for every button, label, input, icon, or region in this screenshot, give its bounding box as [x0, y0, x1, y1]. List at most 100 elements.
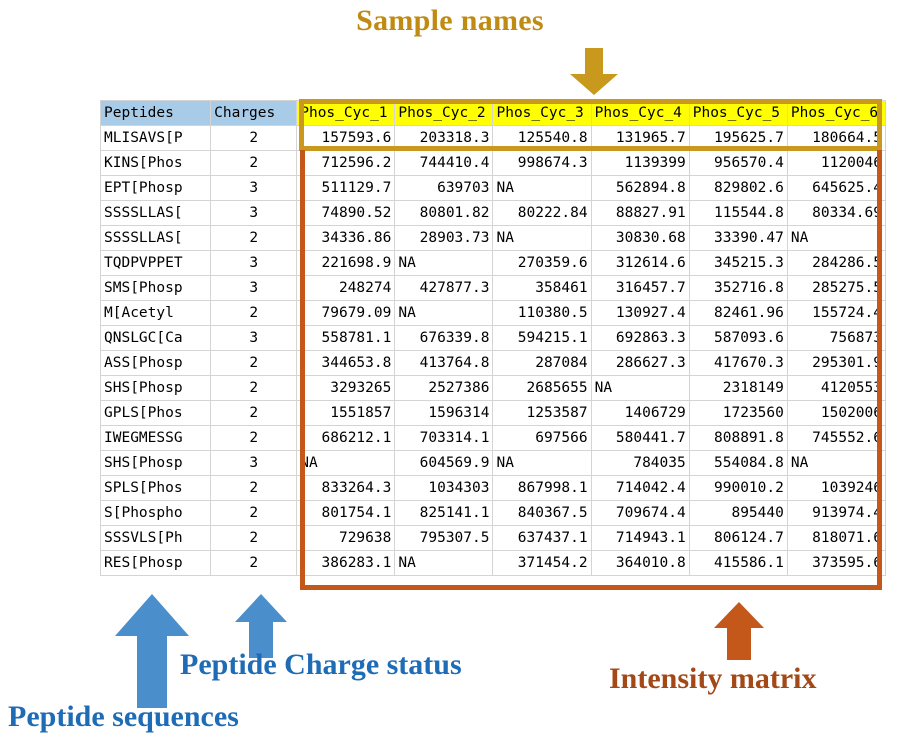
- cell-peptide-sequence[interactable]: TQDPVPPET: [99, 250, 212, 276]
- cell-intensity[interactable]: 818071.6: [786, 525, 887, 551]
- cell-intensity[interactable]: 131965.7: [590, 125, 690, 151]
- cell-peptide-sequence[interactable]: SHS[Phosp: [99, 450, 212, 476]
- cell-intensity[interactable]: 2527386: [394, 375, 494, 401]
- cell-intensity[interactable]: 990010.2: [688, 475, 788, 501]
- cell-peptide-sequence[interactable]: SMS[Phosp: [99, 275, 212, 301]
- cell-intensity[interactable]: 82461.96: [688, 300, 788, 326]
- cell-intensity[interactable]: 594215.1: [492, 325, 592, 351]
- cell-intensity[interactable]: 1139399: [590, 150, 690, 176]
- cell-intensity[interactable]: 427877.3: [394, 275, 494, 301]
- cell-peptide-sequence[interactable]: SSSSLLAS[: [99, 225, 212, 251]
- column-header-sample-4[interactable]: Phos_Cyc_4: [590, 100, 690, 126]
- cell-intensity[interactable]: 312614.6: [590, 250, 690, 276]
- cell-intensity[interactable]: 580441.7: [590, 425, 690, 451]
- cell-charge[interactable]: 2: [210, 225, 298, 251]
- cell-intensity[interactable]: 714042.4: [590, 475, 690, 501]
- cell-intensity[interactable]: 645625.4: [786, 175, 887, 201]
- cell-intensity[interactable]: 637437.1: [492, 525, 592, 551]
- cell-peptide-sequence[interactable]: ASS[Phosp: [99, 350, 212, 376]
- cell-intensity-na[interactable]: NA: [394, 250, 494, 276]
- cell-peptide-sequence[interactable]: IWEGMESSG: [99, 425, 212, 451]
- cell-intensity[interactable]: 692863.3: [590, 325, 690, 351]
- cell-intensity[interactable]: 639703: [394, 175, 494, 201]
- peptide-intensity-table[interactable]: Peptides Charges Phos_Cyc_1 Phos_Cyc_2 P…: [99, 100, 887, 576]
- cell-intensity[interactable]: 867998.1: [492, 475, 592, 501]
- column-header-charges[interactable]: Charges: [210, 100, 298, 126]
- cell-intensity[interactable]: 295301.9: [786, 350, 887, 376]
- cell-intensity[interactable]: 562894.8: [590, 175, 690, 201]
- cell-charge[interactable]: 2: [210, 150, 298, 176]
- cell-peptide-sequence[interactable]: EPT[Phosp: [99, 175, 212, 201]
- cell-intensity[interactable]: 756873: [786, 325, 887, 351]
- cell-intensity[interactable]: 417670.3: [688, 350, 788, 376]
- cell-intensity[interactable]: 88827.91: [590, 200, 690, 226]
- cell-intensity[interactable]: 270359.6: [492, 250, 592, 276]
- cell-intensity[interactable]: 1406729: [590, 400, 690, 426]
- cell-intensity[interactable]: 3293265: [296, 375, 396, 401]
- cell-charge[interactable]: 3: [210, 250, 298, 276]
- cell-intensity[interactable]: 558781.1: [296, 325, 396, 351]
- column-header-sample-1[interactable]: Phos_Cyc_1: [296, 100, 396, 126]
- cell-intensity[interactable]: 587093.6: [688, 325, 788, 351]
- cell-intensity[interactable]: 998674.3: [492, 150, 592, 176]
- cell-intensity[interactable]: 155724.4: [786, 300, 887, 326]
- cell-intensity[interactable]: 352716.8: [688, 275, 788, 301]
- column-header-sample-6[interactable]: Phos_Cyc_6: [786, 100, 887, 126]
- cell-intensity[interactable]: 80801.82: [394, 200, 494, 226]
- cell-intensity[interactable]: 33390.47: [688, 225, 788, 251]
- cell-intensity-na[interactable]: NA: [786, 225, 887, 251]
- cell-peptide-sequence[interactable]: M[Acetyl: [99, 300, 212, 326]
- cell-charge[interactable]: 3: [210, 275, 298, 301]
- cell-intensity[interactable]: 1253587: [492, 400, 592, 426]
- cell-intensity[interactable]: 371454.2: [492, 550, 592, 576]
- cell-intensity[interactable]: 829802.6: [688, 175, 788, 201]
- cell-intensity[interactable]: 316457.7: [590, 275, 690, 301]
- cell-intensity-na[interactable]: NA: [394, 300, 494, 326]
- cell-intensity[interactable]: 286627.3: [590, 350, 690, 376]
- cell-intensity[interactable]: 808891.8: [688, 425, 788, 451]
- cell-charge[interactable]: 2: [210, 525, 298, 551]
- cell-intensity[interactable]: 2685655: [492, 375, 592, 401]
- cell-peptide-sequence[interactable]: GPLS[Phos: [99, 400, 212, 426]
- cell-intensity[interactable]: 115544.8: [688, 200, 788, 226]
- cell-intensity[interactable]: 4120553: [786, 375, 887, 401]
- cell-intensity[interactable]: 714943.1: [590, 525, 690, 551]
- cell-intensity[interactable]: 745552.6: [786, 425, 887, 451]
- cell-intensity-na[interactable]: NA: [492, 450, 592, 476]
- cell-intensity-na[interactable]: NA: [492, 175, 592, 201]
- cell-intensity[interactable]: 1502006: [786, 400, 887, 426]
- cell-charge[interactable]: 3: [210, 175, 298, 201]
- cell-intensity[interactable]: 744410.4: [394, 150, 494, 176]
- cell-intensity[interactable]: 703314.1: [394, 425, 494, 451]
- cell-intensity[interactable]: 1596314: [394, 400, 494, 426]
- cell-intensity[interactable]: 1034303: [394, 475, 494, 501]
- cell-intensity-na[interactable]: NA: [786, 450, 887, 476]
- cell-intensity[interactable]: 840367.5: [492, 500, 592, 526]
- cell-intensity[interactable]: 415586.1: [688, 550, 788, 576]
- cell-intensity[interactable]: 784035: [590, 450, 690, 476]
- cell-intensity[interactable]: 686212.1: [296, 425, 396, 451]
- cell-intensity-na[interactable]: NA: [590, 375, 690, 401]
- cell-intensity[interactable]: 358461: [492, 275, 592, 301]
- column-header-peptides[interactable]: Peptides: [99, 100, 212, 126]
- cell-intensity[interactable]: 386283.1: [296, 550, 396, 576]
- cell-intensity[interactable]: 795307.5: [394, 525, 494, 551]
- cell-intensity[interactable]: 2318149: [688, 375, 788, 401]
- cell-intensity[interactable]: 676339.8: [394, 325, 494, 351]
- cell-charge[interactable]: 2: [210, 125, 298, 151]
- column-header-sample-3[interactable]: Phos_Cyc_3: [492, 100, 592, 126]
- cell-intensity[interactable]: 801754.1: [296, 500, 396, 526]
- cell-intensity[interactable]: 604569.9: [394, 450, 494, 476]
- cell-intensity[interactable]: 80334.69: [786, 200, 887, 226]
- cell-intensity[interactable]: 712596.2: [296, 150, 396, 176]
- cell-intensity[interactable]: 79679.09: [296, 300, 396, 326]
